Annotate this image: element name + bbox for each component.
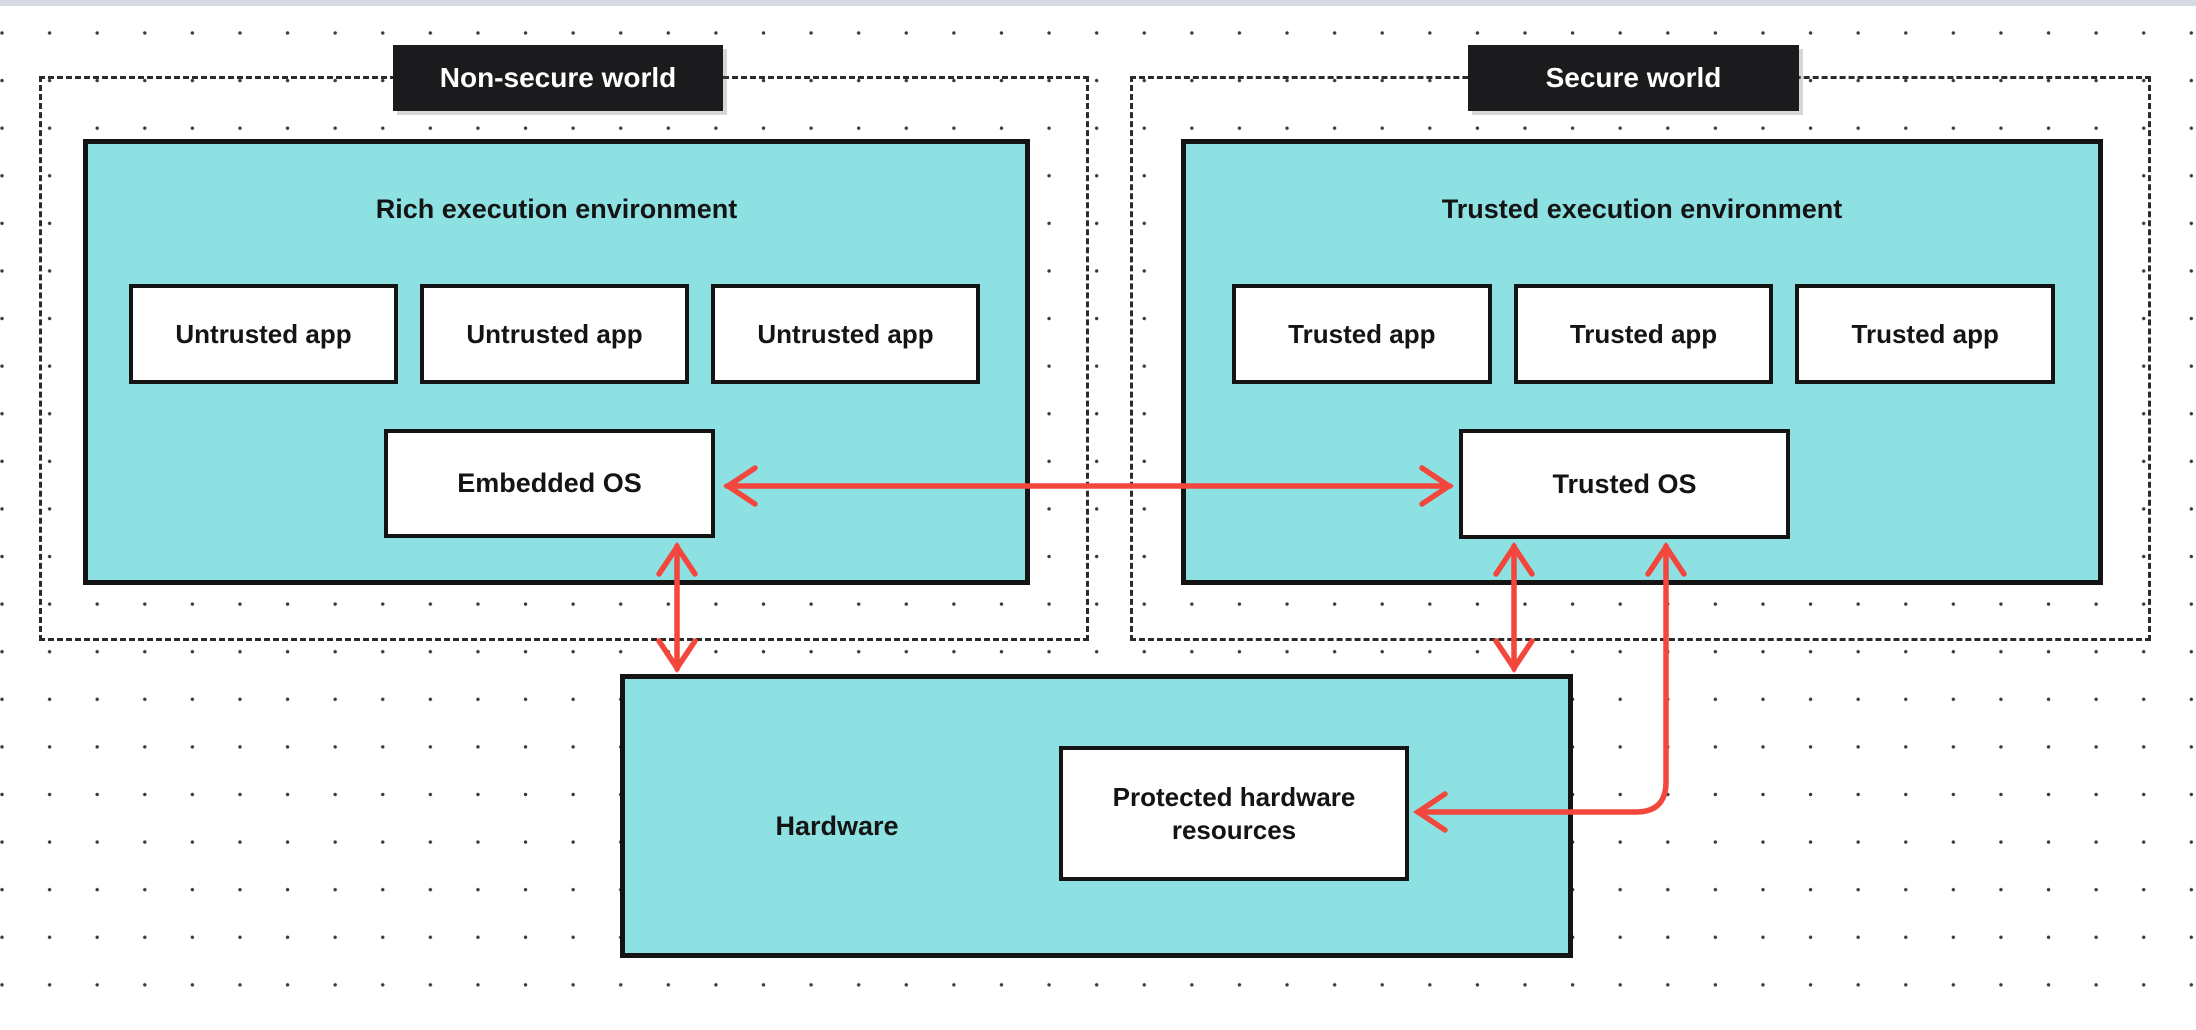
protected-hardware-resources-box: Protected hardware resources bbox=[1059, 746, 1409, 881]
secure-world-label-text: Secure world bbox=[1545, 62, 1722, 93]
arrowhead-down-icon bbox=[656, 638, 698, 673]
hardware-label: Hardware bbox=[775, 811, 899, 841]
rich-execution-environment-box: Rich execution environment Untrusted app… bbox=[83, 139, 1030, 585]
trusted-app-row: Trusted app Trusted app Trusted app bbox=[1232, 284, 2056, 384]
trusted-os-box: Trusted OS bbox=[1459, 429, 1790, 539]
top-window-strip bbox=[0, 0, 2196, 6]
trusted-app-box: Trusted app bbox=[1513, 284, 1774, 384]
tee-title: Trusted execution environment bbox=[1441, 194, 1843, 224]
trusted-app-box: Trusted app bbox=[1795, 284, 2056, 384]
non-secure-world-label: Non-secure world bbox=[393, 45, 723, 111]
ree-title: Rich execution environment bbox=[375, 194, 738, 224]
hardware-box: Hardware Protected hardware resources bbox=[620, 674, 1573, 958]
untrusted-app-box: Untrusted app bbox=[711, 284, 980, 384]
embedded-os-box: Embedded OS bbox=[384, 429, 715, 538]
secure-world-label: Secure world bbox=[1468, 45, 1799, 111]
untrusted-app-row: Untrusted app Untrusted app Untrusted ap… bbox=[129, 284, 980, 384]
trusted-execution-environment-box: Trusted execution environment Trusted ap… bbox=[1181, 139, 2103, 585]
trusted-app-box: Trusted app bbox=[1232, 284, 1492, 384]
untrusted-app-box: Untrusted app bbox=[129, 284, 398, 384]
untrusted-app-box: Untrusted app bbox=[420, 284, 689, 384]
non-secure-world-label-text: Non-secure world bbox=[439, 62, 677, 93]
arrowhead-down-icon bbox=[1493, 638, 1535, 673]
